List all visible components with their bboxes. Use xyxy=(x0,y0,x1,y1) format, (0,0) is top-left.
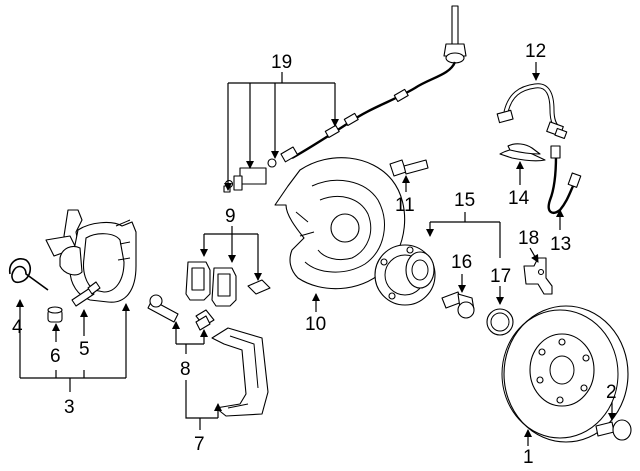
callout-4: 4 xyxy=(12,317,23,338)
callout-6: 6 xyxy=(50,346,61,367)
splash-shield xyxy=(274,157,406,290)
callout-14: 14 xyxy=(508,188,530,209)
wheel-speed-sensor xyxy=(223,5,467,193)
brake-pads xyxy=(185,261,271,307)
caliper-spring xyxy=(8,258,49,291)
callout-2: 2 xyxy=(606,382,617,403)
callout-19: 19 xyxy=(271,52,292,73)
callout-17: 17 xyxy=(490,266,511,287)
callout-15: 15 xyxy=(454,190,475,211)
hub-cap xyxy=(486,308,514,336)
callout-11: 11 xyxy=(395,195,415,216)
callout-13: 13 xyxy=(550,234,571,255)
rotor-screw xyxy=(595,419,632,441)
bleeder-cap xyxy=(47,306,63,323)
hub-bearing xyxy=(374,244,436,306)
callout-numbers: 1 2 3 4 5 6 7 8 9 10 11 12 13 14 15 16 1… xyxy=(12,41,617,468)
callout-16: 16 xyxy=(451,252,472,273)
brake-hose xyxy=(496,83,568,140)
hub-bolt xyxy=(441,291,475,319)
callout-1: 1 xyxy=(523,447,534,468)
callout-18: 18 xyxy=(518,228,539,249)
hose-clip xyxy=(499,143,546,162)
brake-rotor xyxy=(501,305,629,443)
hose-bracket xyxy=(523,257,553,295)
callout-3: 3 xyxy=(64,397,75,418)
caliper-housing xyxy=(45,209,137,303)
callout-8: 8 xyxy=(180,359,191,380)
callout-7: 7 xyxy=(194,434,205,455)
callout-12: 12 xyxy=(525,41,546,62)
callout-9: 9 xyxy=(225,206,236,227)
callout-10: 10 xyxy=(305,314,326,335)
shield-bolt xyxy=(389,159,429,177)
callout-5: 5 xyxy=(79,339,90,360)
bleeder-screw xyxy=(71,281,101,307)
brake-line xyxy=(547,145,582,214)
caliper-bracket xyxy=(211,327,269,417)
leader-lines xyxy=(16,62,616,446)
